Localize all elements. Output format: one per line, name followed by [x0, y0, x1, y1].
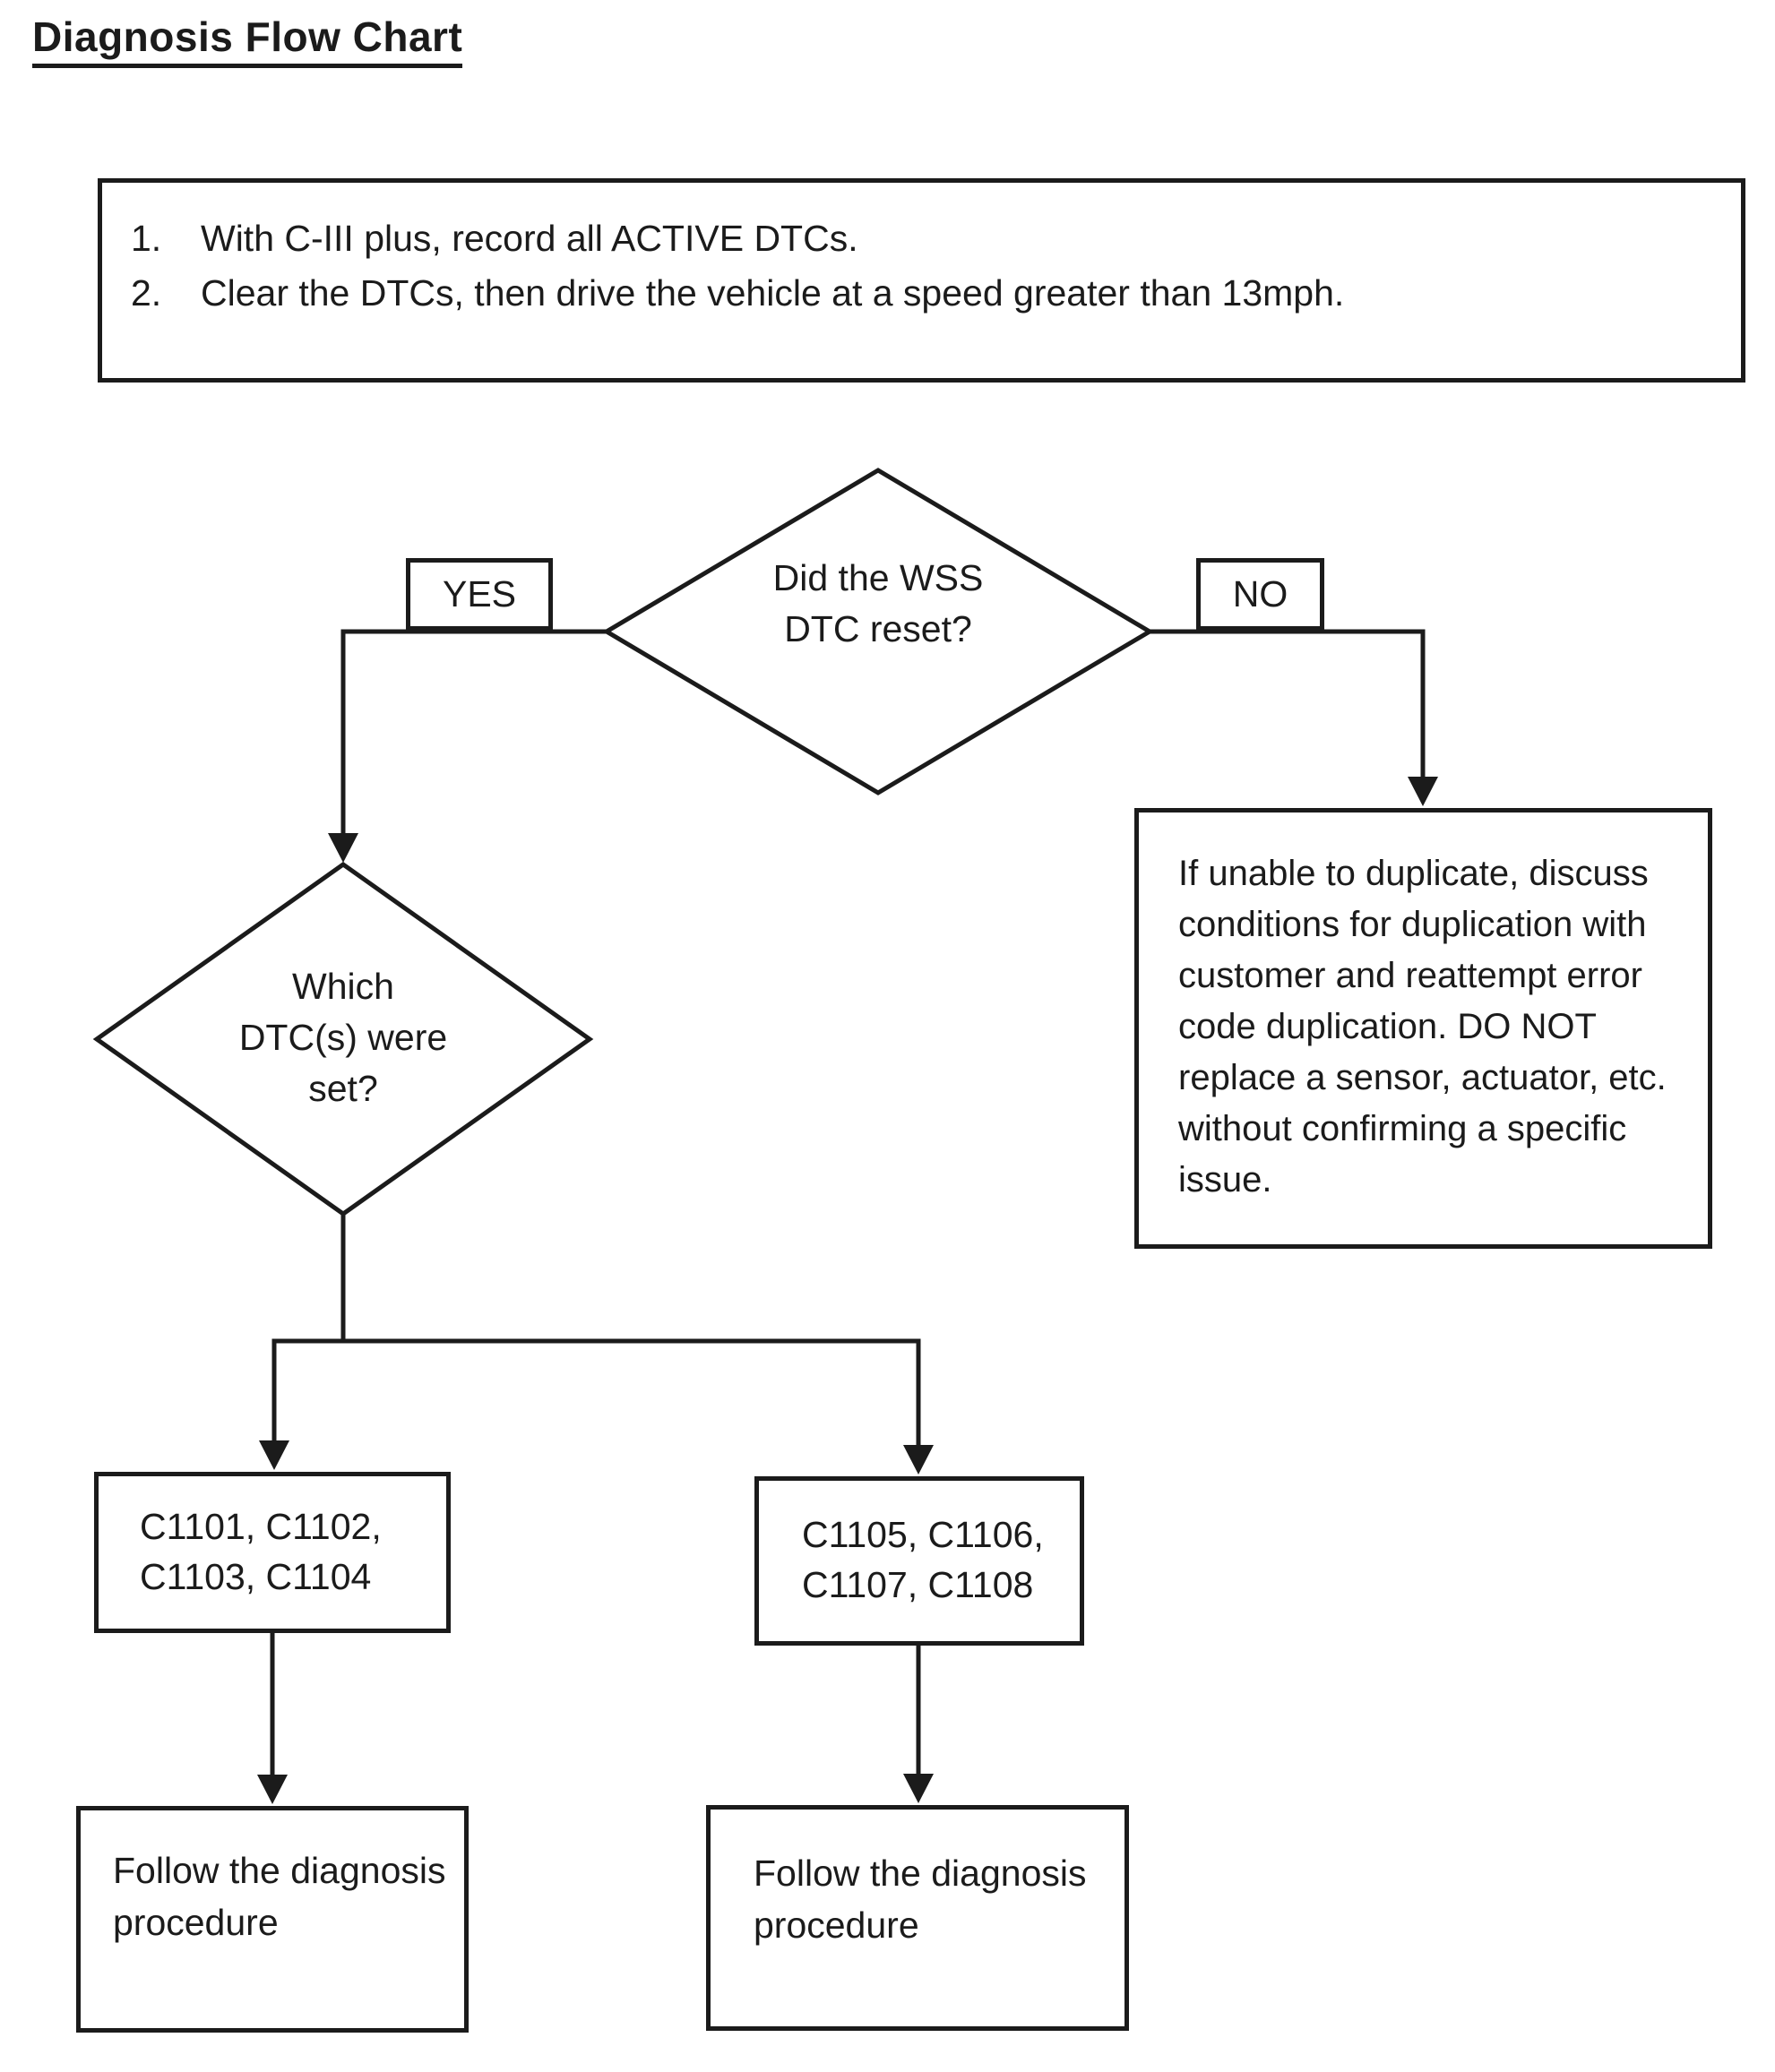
decision-dtc-diamond: [92, 861, 594, 1217]
decision-wss-label: Did the WSS DTC reset?: [699, 553, 1057, 655]
arrowhead-into-decision2: [328, 833, 358, 863]
dtc-group-left-box: C1101, C1102, C1103, C1104: [94, 1472, 451, 1633]
result-left-box: Follow the diagnosis procedure: [76, 1806, 469, 2033]
arrowhead-into-result-right: [903, 1774, 934, 1803]
result-line: procedure: [754, 1904, 919, 1946]
decision-wss-diamond: [602, 468, 1154, 795]
no-outcome-line: code duplication. DO NOT: [1178, 1007, 1597, 1046]
result-line: procedure: [113, 1902, 279, 1943]
yes-connector-line: [340, 629, 609, 848]
result-line: Follow the diagnosis: [113, 1850, 446, 1891]
decision-dtc-line: set?: [308, 1068, 378, 1109]
no-outcome-box: If unable to duplicate, discuss conditio…: [1134, 808, 1712, 1249]
arrowhead-into-dtc-left: [259, 1440, 289, 1470]
instruction-text: Clear the DTCs, then drive the vehicle a…: [201, 272, 1345, 314]
result-right-box: Follow the diagnosis procedure: [706, 1805, 1129, 2031]
decision-dtc-line: DTC(s) were: [238, 1017, 448, 1058]
no-outcome-line: conditions for duplication with: [1178, 905, 1647, 944]
instruction-number: 1.: [131, 218, 162, 259]
no-outcome-line: customer and reattempt error: [1178, 956, 1642, 995]
decision-wss-line: DTC reset?: [784, 608, 972, 649]
page-title: Diagnosis Flow Chart: [32, 13, 463, 68]
yes-label-box: YES: [406, 558, 553, 631]
no-outcome-line: without confirming a specific: [1178, 1109, 1627, 1148]
instruction-item: 1. With C-III plus, record all ACTIVE DT…: [131, 219, 1741, 258]
no-label: NO: [1232, 573, 1288, 615]
no-outcome-text: If unable to duplicate, discuss conditio…: [1139, 812, 1708, 1206]
result-left-text: Follow the diagnosis procedure: [81, 1810, 464, 1948]
no-outcome-line: issue.: [1178, 1160, 1272, 1199]
arrowhead-into-result-left: [257, 1775, 288, 1804]
instructions-box: 1. With C-III plus, record all ACTIVE DT…: [98, 178, 1745, 383]
dtc-codes-line: C1103, C1104: [140, 1556, 372, 1597]
arrowhead-into-no-outcome: [1408, 777, 1438, 806]
no-outcome-line: replace a sensor, actuator, etc.: [1178, 1058, 1667, 1097]
instructions-list: 1. With C-III plus, record all ACTIVE DT…: [102, 183, 1741, 313]
dtc-codes-line: C1101, C1102,: [140, 1506, 382, 1547]
no-outcome-line: If unable to duplicate, discuss: [1178, 854, 1649, 893]
result-right-text: Follow the diagnosis procedure: [711, 1810, 1124, 1951]
dtc-codes-line: C1105, C1106,: [802, 1514, 1044, 1555]
no-label-box: NO: [1196, 558, 1324, 631]
decision-dtc-label: Which DTC(s) were set?: [164, 961, 522, 1114]
instruction-text: With C-III plus, record all ACTIVE DTCs.: [201, 218, 858, 259]
dtc-group-right-box: C1105, C1106, C1107, C1108: [754, 1476, 1084, 1646]
yes-label: YES: [442, 573, 517, 615]
instruction-number: 2.: [131, 272, 162, 314]
arrowhead-into-dtc-right: [903, 1445, 934, 1474]
no-connector-line: [1147, 629, 1426, 791]
dtc-group-right-text: C1105, C1106, C1107, C1108: [759, 1481, 1080, 1610]
dtc-group-left-text: C1101, C1102, C1103, C1104: [99, 1476, 446, 1602]
dtc-codes-line: C1107, C1108: [802, 1564, 1034, 1605]
decision-dtc-line: Which: [292, 966, 394, 1007]
instruction-item: 2. Clear the DTCs, then drive the vehicl…: [131, 273, 1741, 313]
decision-wss-line: Did the WSS: [772, 557, 984, 598]
result-line: Follow the diagnosis: [754, 1853, 1087, 1894]
